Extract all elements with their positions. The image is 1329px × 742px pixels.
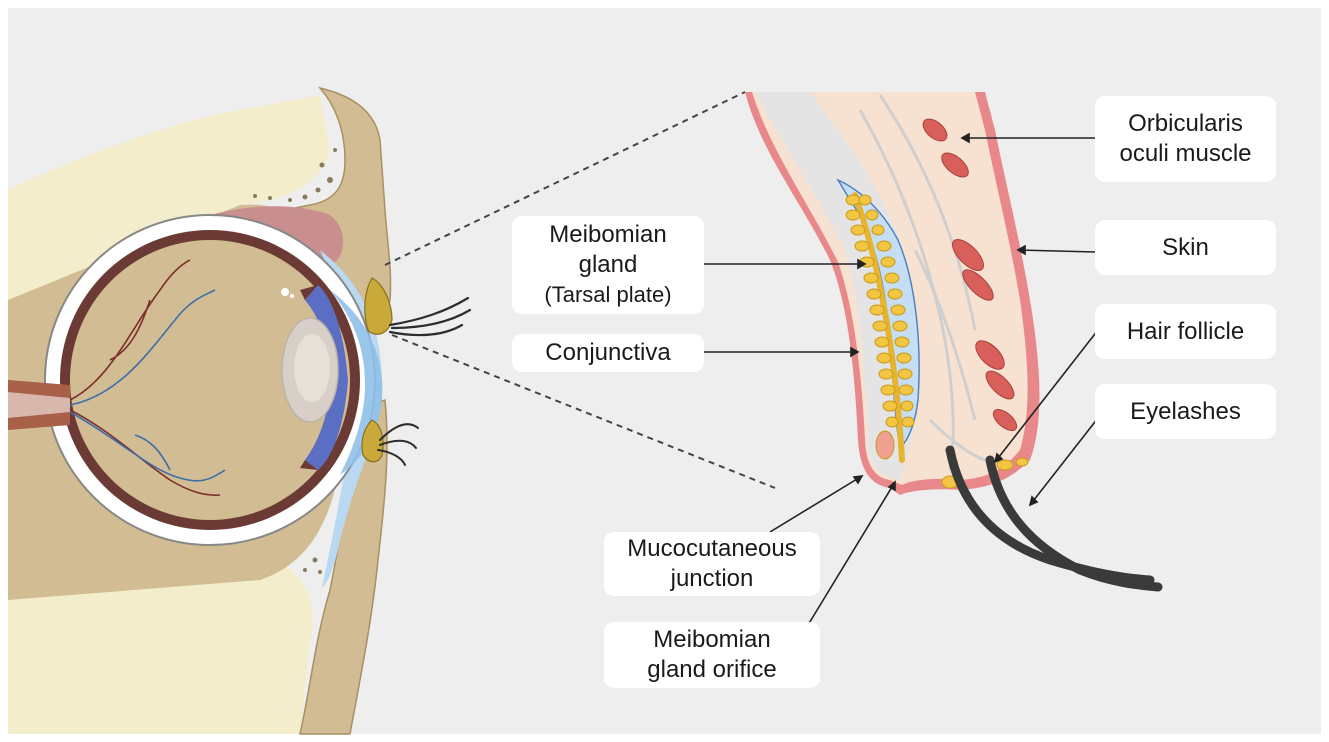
label-gland-orifice-line2: gland orifice [647,655,776,685]
label-gland-orifice-line1: Meibomian [653,625,770,655]
label-hair-follicle-text: Hair follicle [1127,317,1244,347]
label-eyelashes-text: Eyelashes [1130,397,1241,427]
label-meibomian-gland-line3: (Tarsal plate) [544,280,671,310]
label-meibomian-gland-line1: Meibomian [549,220,666,250]
label-meibomian-gland-line2: gland [579,250,638,280]
label-hair-follicle: Hair follicle [1095,304,1276,359]
label-meibomian-gland-orifice: Meibomian gland orifice [604,622,820,688]
label-mucocutaneous-line2: junction [671,564,754,594]
label-mucocutaneous-junction: Mucocutaneous junction [604,532,820,596]
label-orbicularis-line2: oculi muscle [1119,139,1251,169]
label-eyelashes: Eyelashes [1095,384,1276,439]
label-conjunctiva-text: Conjunctiva [545,338,670,368]
label-skin: Skin [1095,220,1276,275]
label-orbicularis-oculi-muscle: Orbicularis oculi muscle [1095,96,1276,182]
label-meibomian-gland: Meibomian gland (Tarsal plate) [512,216,704,314]
label-orbicularis-line1: Orbicularis [1128,109,1243,139]
label-skin-text: Skin [1162,233,1209,263]
label-mucocutaneous-line1: Mucocutaneous [627,534,796,564]
label-conjunctiva: Conjunctiva [512,334,704,372]
